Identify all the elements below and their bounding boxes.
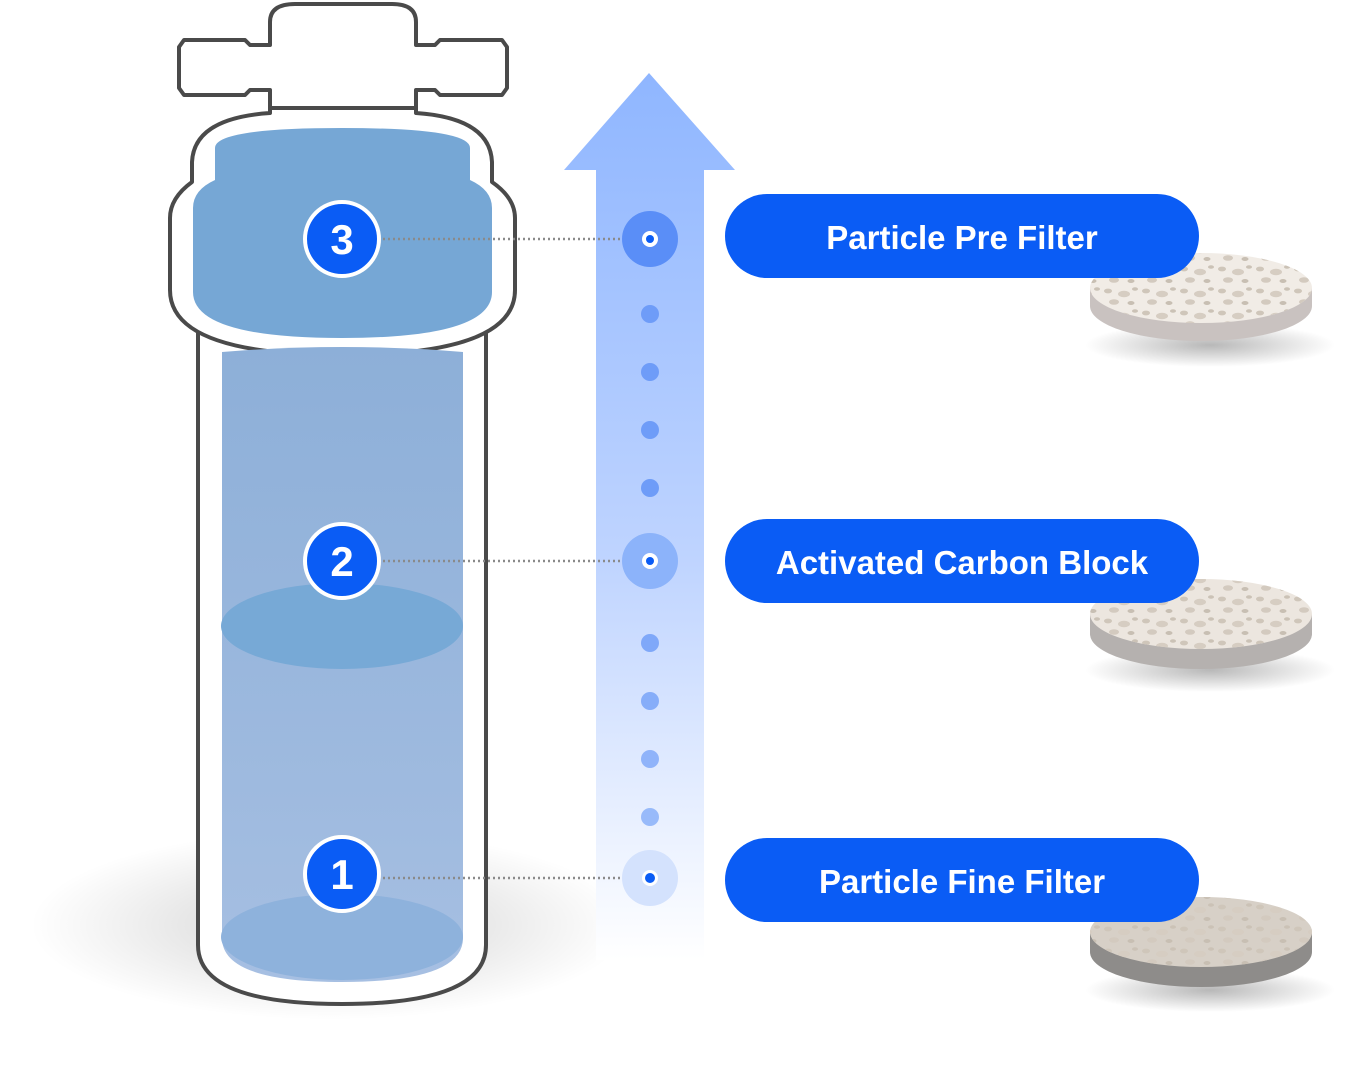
ring-dot-icon: [622, 211, 678, 267]
stage-number: 2: [330, 538, 353, 585]
stage-label-pill: Activated Carbon Block: [725, 519, 1199, 603]
porous-disk-icon: [1085, 253, 1335, 367]
stage-label-pill: Particle Pre Filter: [725, 194, 1199, 278]
stage-label: Activated Carbon Block: [776, 544, 1149, 581]
stage-2: 2 Activated Carbon Block: [303, 519, 1335, 692]
ring-dot-icon: [622, 850, 678, 906]
flow-dot: [641, 421, 659, 439]
stage-label: Particle Pre Filter: [826, 219, 1098, 256]
flow-dot: [641, 808, 659, 826]
stage-label: Particle Fine Filter: [819, 863, 1105, 900]
carbon-block-disc: [221, 583, 463, 669]
flow-dot: [641, 692, 659, 710]
stage-1: 1 Particle Fine Filter: [303, 835, 1335, 1012]
port-fitting: [177, 2, 509, 110]
stage-label-pill: Particle Fine Filter: [725, 838, 1199, 922]
flow-dot: [641, 305, 659, 323]
stage-3: 3 Particle Pre Filter: [303, 194, 1335, 367]
stage-number: 1: [330, 851, 353, 898]
filter-housing: [168, 2, 517, 1006]
bottom-disc: [221, 894, 463, 980]
ring-dot-icon: [622, 533, 678, 589]
flow-dot: [641, 479, 659, 497]
flow-dot: [641, 634, 659, 652]
flow-dot: [641, 750, 659, 768]
stage-badge: 3: [303, 200, 381, 278]
porous-disk-icon: [1085, 579, 1335, 692]
stage-badge: 1: [303, 835, 381, 913]
stage-badge: 2: [303, 522, 381, 600]
porous-disk-icon: [1085, 897, 1335, 1012]
flow-dot: [641, 363, 659, 381]
stage-number: 3: [330, 216, 353, 263]
flow-dots: [641, 305, 659, 826]
up-arrow-icon: [564, 73, 735, 960]
